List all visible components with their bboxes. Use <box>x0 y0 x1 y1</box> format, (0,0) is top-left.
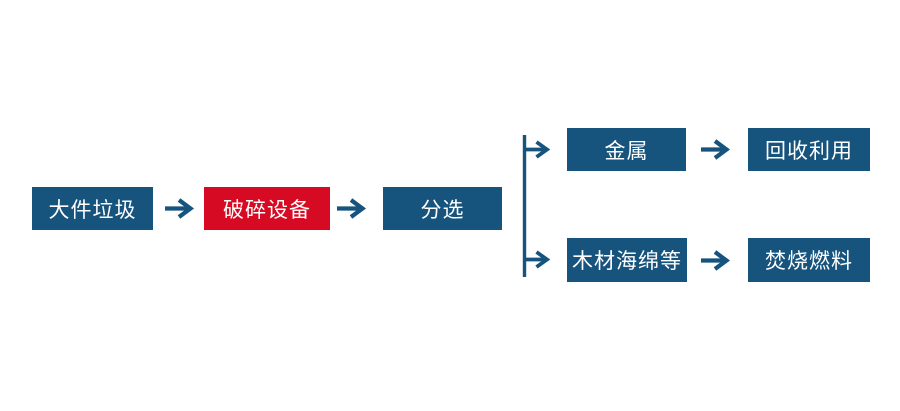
arrow-branch-to-metal-icon <box>524 140 551 159</box>
node-recycling: 回收利用 <box>748 128 870 171</box>
node-bulky-waste: 大件垃圾 <box>32 187 153 230</box>
arrow-metal-to-recycling-icon <box>701 139 731 160</box>
arrow-crushing-to-sorting-icon <box>337 198 367 219</box>
arrow-bulky-waste-to-crushing-icon <box>165 198 195 219</box>
node-incineration-fuel: 焚烧燃料 <box>748 238 870 282</box>
node-wood-sponge-etc: 木材海绵等 <box>567 238 687 282</box>
node-sorting: 分选 <box>383 187 502 230</box>
arrow-wood-to-fuel-icon <box>701 250 731 271</box>
node-metal: 金属 <box>567 128 686 171</box>
branch-connector <box>522 135 551 277</box>
arrow-branch-to-wood-icon <box>524 250 551 269</box>
node-crushing-equipment: 破碎设备 <box>204 187 330 230</box>
